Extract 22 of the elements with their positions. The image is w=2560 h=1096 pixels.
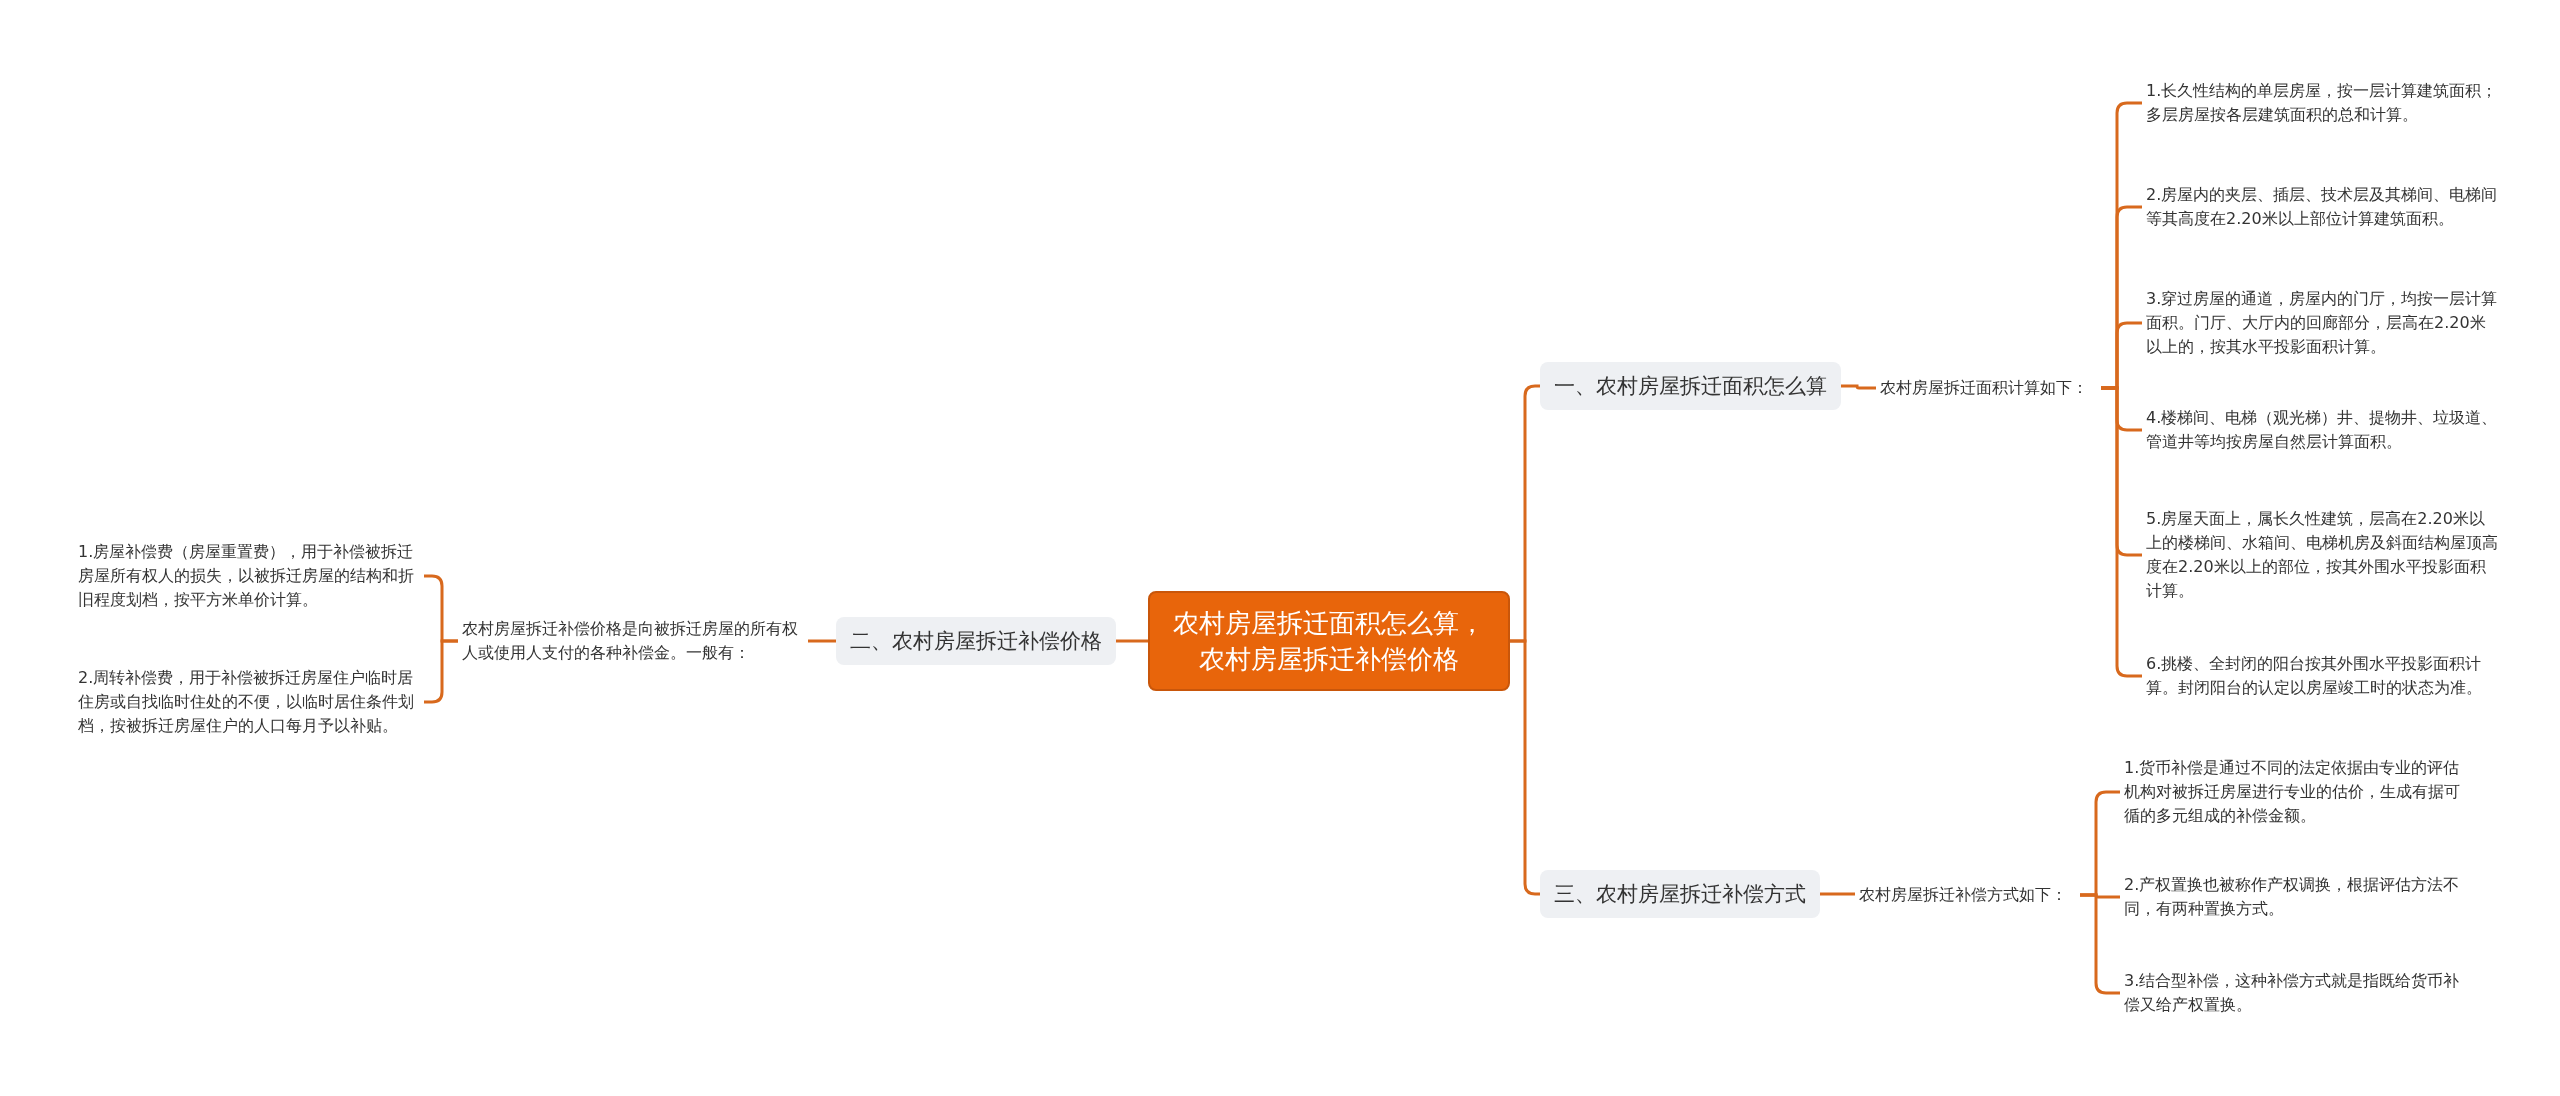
leaf-text: 2.房屋内的夹层、插层、技术层及其梯间、电梯间等其高度在2.20米以上部位计算建筑面积。: [2142, 181, 2502, 233]
leaf-text: 3.结合型补偿，这种补偿方式就是指既给货币补偿又给产权置换。: [2120, 967, 2475, 1019]
leaf-text: 6.挑楼、全封闭的阳台按其外围水平投影面积计算。封闭阳台的认定以房屋竣工时的状态为准。: [2142, 650, 2502, 702]
topic-box: 三、农村房屋拆迁补偿方式: [1540, 870, 1820, 918]
leaf-text: 4.楼梯间、电梯（观光梯）井、提物井、垃圾道、管道井等均按房屋自然层计算面积。: [2142, 404, 2502, 456]
connector-line: [1116, 639, 1148, 643]
connector-line: [1820, 892, 1855, 896]
branch-text: 农村房屋拆迁补偿价格是向被拆迁房屋的所有权人或使用人支付的各种补偿金。一般有：: [458, 615, 808, 667]
leaf-text: 2.周转补偿费，用于补偿被拆迁房屋住户临时居住房或自找临时住处的不便，以临时居住条件划档，按被拆迁房屋住户的人口每月予以补贴。: [74, 664, 424, 740]
leaf-text: 1.货币补偿是通过不同的法定依据由专业的评估机构对被拆迁房屋进行专业的估价，生成有据可循的多元组成的补偿金额。: [2120, 754, 2475, 830]
topic-box: 一、农村房屋拆迁面积怎么算: [1540, 362, 1841, 410]
branch-text: 农村房屋拆迁面积计算如下：: [1876, 374, 2101, 402]
leaf-text: 3.穿过房屋的通道，房屋内的门厅，均按一层计算面积。门厅、大厅内的回廊部分，层高在2.20米以上的，按其水平投影面积计算。: [2142, 285, 2502, 361]
connector-line: [808, 639, 836, 643]
topic-box: 二、农村房屋拆迁补偿价格: [836, 617, 1116, 665]
root-topic-box: 农村房屋拆迁面积怎么算，农村房屋拆迁补偿价格: [1148, 591, 1510, 691]
leaf-text: 1.房屋补偿费（房屋重置费），用于补偿被拆迁房屋所有权人的损失，以被拆迁房屋的结构和折旧程度划档，按平方米单价计算。: [74, 538, 424, 614]
branch-text: 农村房屋拆迁补偿方式如下：: [1855, 881, 2080, 909]
leaf-text: 1.长久性结构的单层房屋，按一层计算建筑面积；多层房屋按各层建筑面积的总和计算。: [2142, 77, 2502, 129]
connector-line: [1841, 384, 1876, 390]
leaf-text: 2.产权置换也被称作产权调换，根据评估方法不同，有两种置换方式。: [2120, 871, 2475, 923]
leaf-text: 5.房屋天面上，属长久性建筑，层高在2.20米以上的楼梯间、水箱间、电梯机房及斜面结构屋顶高度在2.20米以上的部位，按其外围水平投影面积计算。: [2142, 505, 2502, 605]
